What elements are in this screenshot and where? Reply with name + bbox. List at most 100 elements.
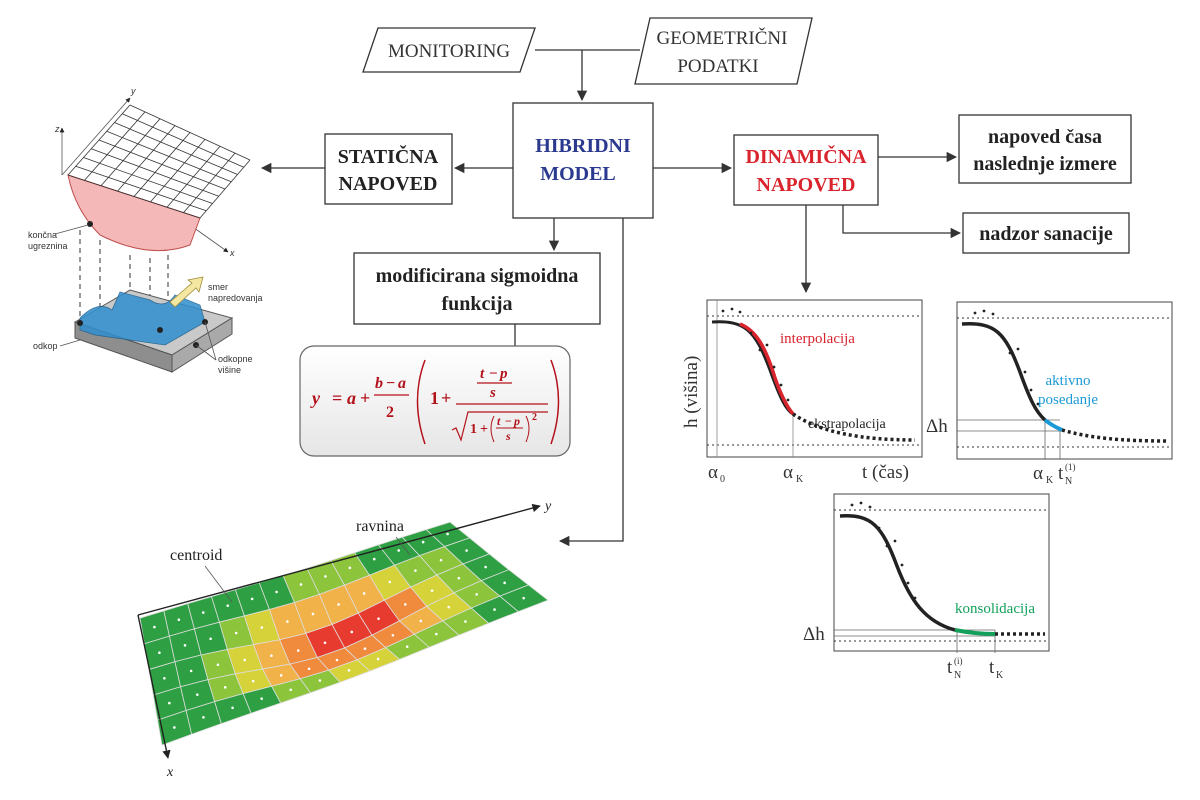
chart1-alpha0: α <box>708 462 718 483</box>
geometric-label-2: PODATKI <box>677 56 758 77</box>
mesh-centroid-dot <box>318 679 322 682</box>
mesh-centroid-dot <box>260 626 264 629</box>
chart3-tK: t <box>989 657 995 678</box>
svg-text:+: + <box>360 388 370 408</box>
formula-b: b <box>375 375 383 392</box>
label-plane: ravnina <box>356 518 404 535</box>
mesh-centroid-dot <box>279 674 283 677</box>
next-measurement-box: napoved časa naslednje izmere <box>958 114 1132 184</box>
label-final-subsidence-2: ugreznina <box>28 241 68 251</box>
mesh-centroid-dot <box>173 726 176 729</box>
formula-s2: s <box>505 429 511 443</box>
chart3-dh: Δh <box>803 624 825 645</box>
label-heights-2: višine <box>218 365 241 375</box>
mesh-centroid-dot <box>464 620 467 623</box>
dynamic-forecast-label-1: DINAMIČNA <box>745 144 867 168</box>
chart3-observations <box>850 501 917 600</box>
mesh-axis-y <box>137 503 541 616</box>
mesh-centroid-dot <box>363 647 367 651</box>
formula-y: y <box>310 388 321 408</box>
mesh-centroid-dot <box>299 583 303 586</box>
dynamic-forecast-box: DINAMIČNA NAPOVED <box>733 134 879 206</box>
geometric-data-input: GEOMETRIČNI PODATKI <box>634 17 813 85</box>
excavation-side <box>171 317 233 373</box>
chart2-observations <box>973 309 1040 406</box>
formula-t2: t <box>497 414 501 428</box>
formula-p: p <box>498 366 508 382</box>
mesh-centroid-dot <box>250 597 254 601</box>
svg-text:−: − <box>505 414 512 428</box>
static-forecast-label-2: NAPOVED <box>339 173 438 195</box>
direction-arrow <box>169 276 204 308</box>
chart-consolidation: konsolidacija Δh t N (i) t K <box>803 493 1050 681</box>
mesh-axis-x <box>137 614 171 759</box>
mesh-centroid-dot <box>234 631 238 635</box>
mesh-centroid-dot <box>350 630 354 634</box>
chart1-xlabel: t (čas) <box>862 462 909 483</box>
label-extrapolation: ekstrapolacija <box>808 417 887 432</box>
arrow-to-remediation <box>842 205 962 239</box>
mesh-centroid-dot <box>372 557 376 561</box>
mesh-centroid-dot <box>189 669 193 673</box>
formula-2: 2 <box>386 404 394 421</box>
mesh-centroid-dot <box>439 558 443 562</box>
chart1-ylabel: h (višina) <box>681 356 702 428</box>
label-excavation: odkop <box>33 341 58 351</box>
mesh-centroid-dot <box>270 654 273 658</box>
label-direction-2: napredovanja <box>208 293 263 303</box>
mesh-centroid-dot <box>324 575 327 578</box>
mesh-centroid-dot <box>307 667 311 671</box>
consolidation-segment <box>954 628 996 636</box>
formula-1b: 1 <box>470 422 477 437</box>
mesh-centroid-dot <box>335 658 339 662</box>
formula-t: t <box>480 366 485 382</box>
axis-z-label: z <box>54 124 60 134</box>
chart-active-subsidence: aktivno posedanje Δh α K t N (1) <box>926 301 1173 487</box>
formula-a: a <box>347 388 356 408</box>
formula-1: 1 <box>430 388 439 408</box>
formula-p2: p <box>513 414 520 428</box>
next-measurement-label-2: naslednje izmere <box>973 153 1117 175</box>
mesh-centroid-dot <box>391 633 395 637</box>
mesh-centroid-dot <box>296 649 300 652</box>
mesh-centroid-dot <box>465 549 468 552</box>
surface-3d-diagram: z y x končna ugreznina smer <box>28 86 263 375</box>
mesh-centroid-dot <box>183 644 187 647</box>
chart3-tN: t <box>947 657 953 678</box>
mesh-centroid-dot <box>388 580 392 584</box>
label-active-2: posedanje <box>1038 392 1098 408</box>
monitoring-input: MONITORING <box>362 27 536 73</box>
chart3-tN-sub: N <box>954 670 961 681</box>
label-direction-1: smer <box>208 282 228 292</box>
chart2-alphaK: α <box>1033 463 1043 484</box>
mesh-centroid-dot <box>484 565 487 569</box>
remediation-box: nadzor sanacije <box>962 212 1130 254</box>
chart1-alphaK-sub: K <box>796 474 804 485</box>
mesh-centroid-dot <box>503 581 506 585</box>
axis-y-line <box>61 97 131 176</box>
chart3-tN-sup: (i) <box>954 656 963 666</box>
svg-text:+: + <box>441 388 451 408</box>
formula-a2: a <box>398 375 406 392</box>
svg-text:2: 2 <box>532 412 537 423</box>
svg-text:+: + <box>480 422 488 437</box>
chart-interpolation: interpolacija ekstrapolacija h (višina) … <box>681 299 923 485</box>
mesh-centroid-dot <box>435 632 438 636</box>
mesh-centroid-dot <box>177 618 181 621</box>
chart2-tN: t <box>1058 463 1064 484</box>
subsidence-surface <box>67 174 201 252</box>
mesh-centroid-dot <box>404 603 407 606</box>
label-active-1: aktivno <box>1046 373 1091 389</box>
input-connectors <box>535 49 640 102</box>
label-centroid: centroid <box>170 547 222 564</box>
label-final-subsidence-1: končna <box>28 230 57 240</box>
mesh-centroid-dot <box>201 611 205 614</box>
mesh-centroid-dot <box>414 569 417 572</box>
axis-x-label: x <box>229 248 235 258</box>
arrow-to-mesh <box>558 218 624 547</box>
mesh-centroid-dot <box>311 612 315 616</box>
chart2-dh: Δh <box>926 416 948 437</box>
svg-text:−: − <box>386 375 395 392</box>
label-heights-1: odkopne <box>218 354 253 364</box>
